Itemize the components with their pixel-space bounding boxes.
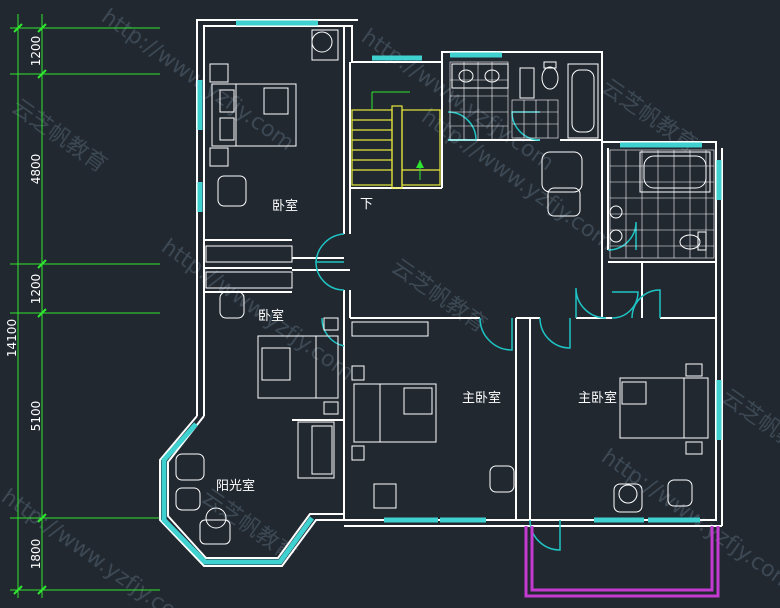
master-right-furniture xyxy=(613,363,709,513)
stair-down-label: 下 xyxy=(360,197,373,212)
dim-segment-1: 1200 xyxy=(29,36,43,67)
room-label-master-center: 主卧室 xyxy=(462,390,501,406)
bathroom-fixtures xyxy=(451,61,711,251)
balcony-railing xyxy=(524,526,720,598)
room-labels: 卧室 卧室 主卧室 主卧室 阳光室 xyxy=(216,198,617,494)
watermark-layer: http://www.yzfjy.com http://www.yzfjy.co… xyxy=(0,4,780,608)
master-center-furniture xyxy=(351,151,583,509)
watermark-brand: 云芝帆教育 xyxy=(7,94,111,178)
watermark-brand: 云芝帆教育 xyxy=(717,384,780,468)
bedroom-top-furniture xyxy=(205,29,339,289)
stairs: 下 xyxy=(351,91,441,212)
room-label-master-right: 主卧室 xyxy=(578,390,617,406)
dim-segment-5: 1800 xyxy=(29,539,43,570)
dim-segment-3: 1200 xyxy=(29,274,43,305)
sunroom-furniture xyxy=(175,453,231,545)
dim-segment-4: 5100 xyxy=(29,401,43,432)
windows xyxy=(161,20,722,565)
watermark-brand: 云芝帆教育 xyxy=(387,254,491,338)
room-label-sunroom: 阳光室 xyxy=(216,478,255,494)
dim-total: 14100 xyxy=(5,319,19,357)
bedroom-mid-furniture xyxy=(219,291,339,479)
room-label-bedroom-mid: 卧室 xyxy=(258,308,284,324)
dimension-chain: 14100 1200 4800 1200 5100 1800 xyxy=(5,14,160,598)
room-label-bedroom-top: 卧室 xyxy=(272,198,298,214)
bathroom-tiles xyxy=(449,61,715,259)
dim-segment-2: 4800 xyxy=(29,154,43,185)
walls xyxy=(159,19,723,567)
